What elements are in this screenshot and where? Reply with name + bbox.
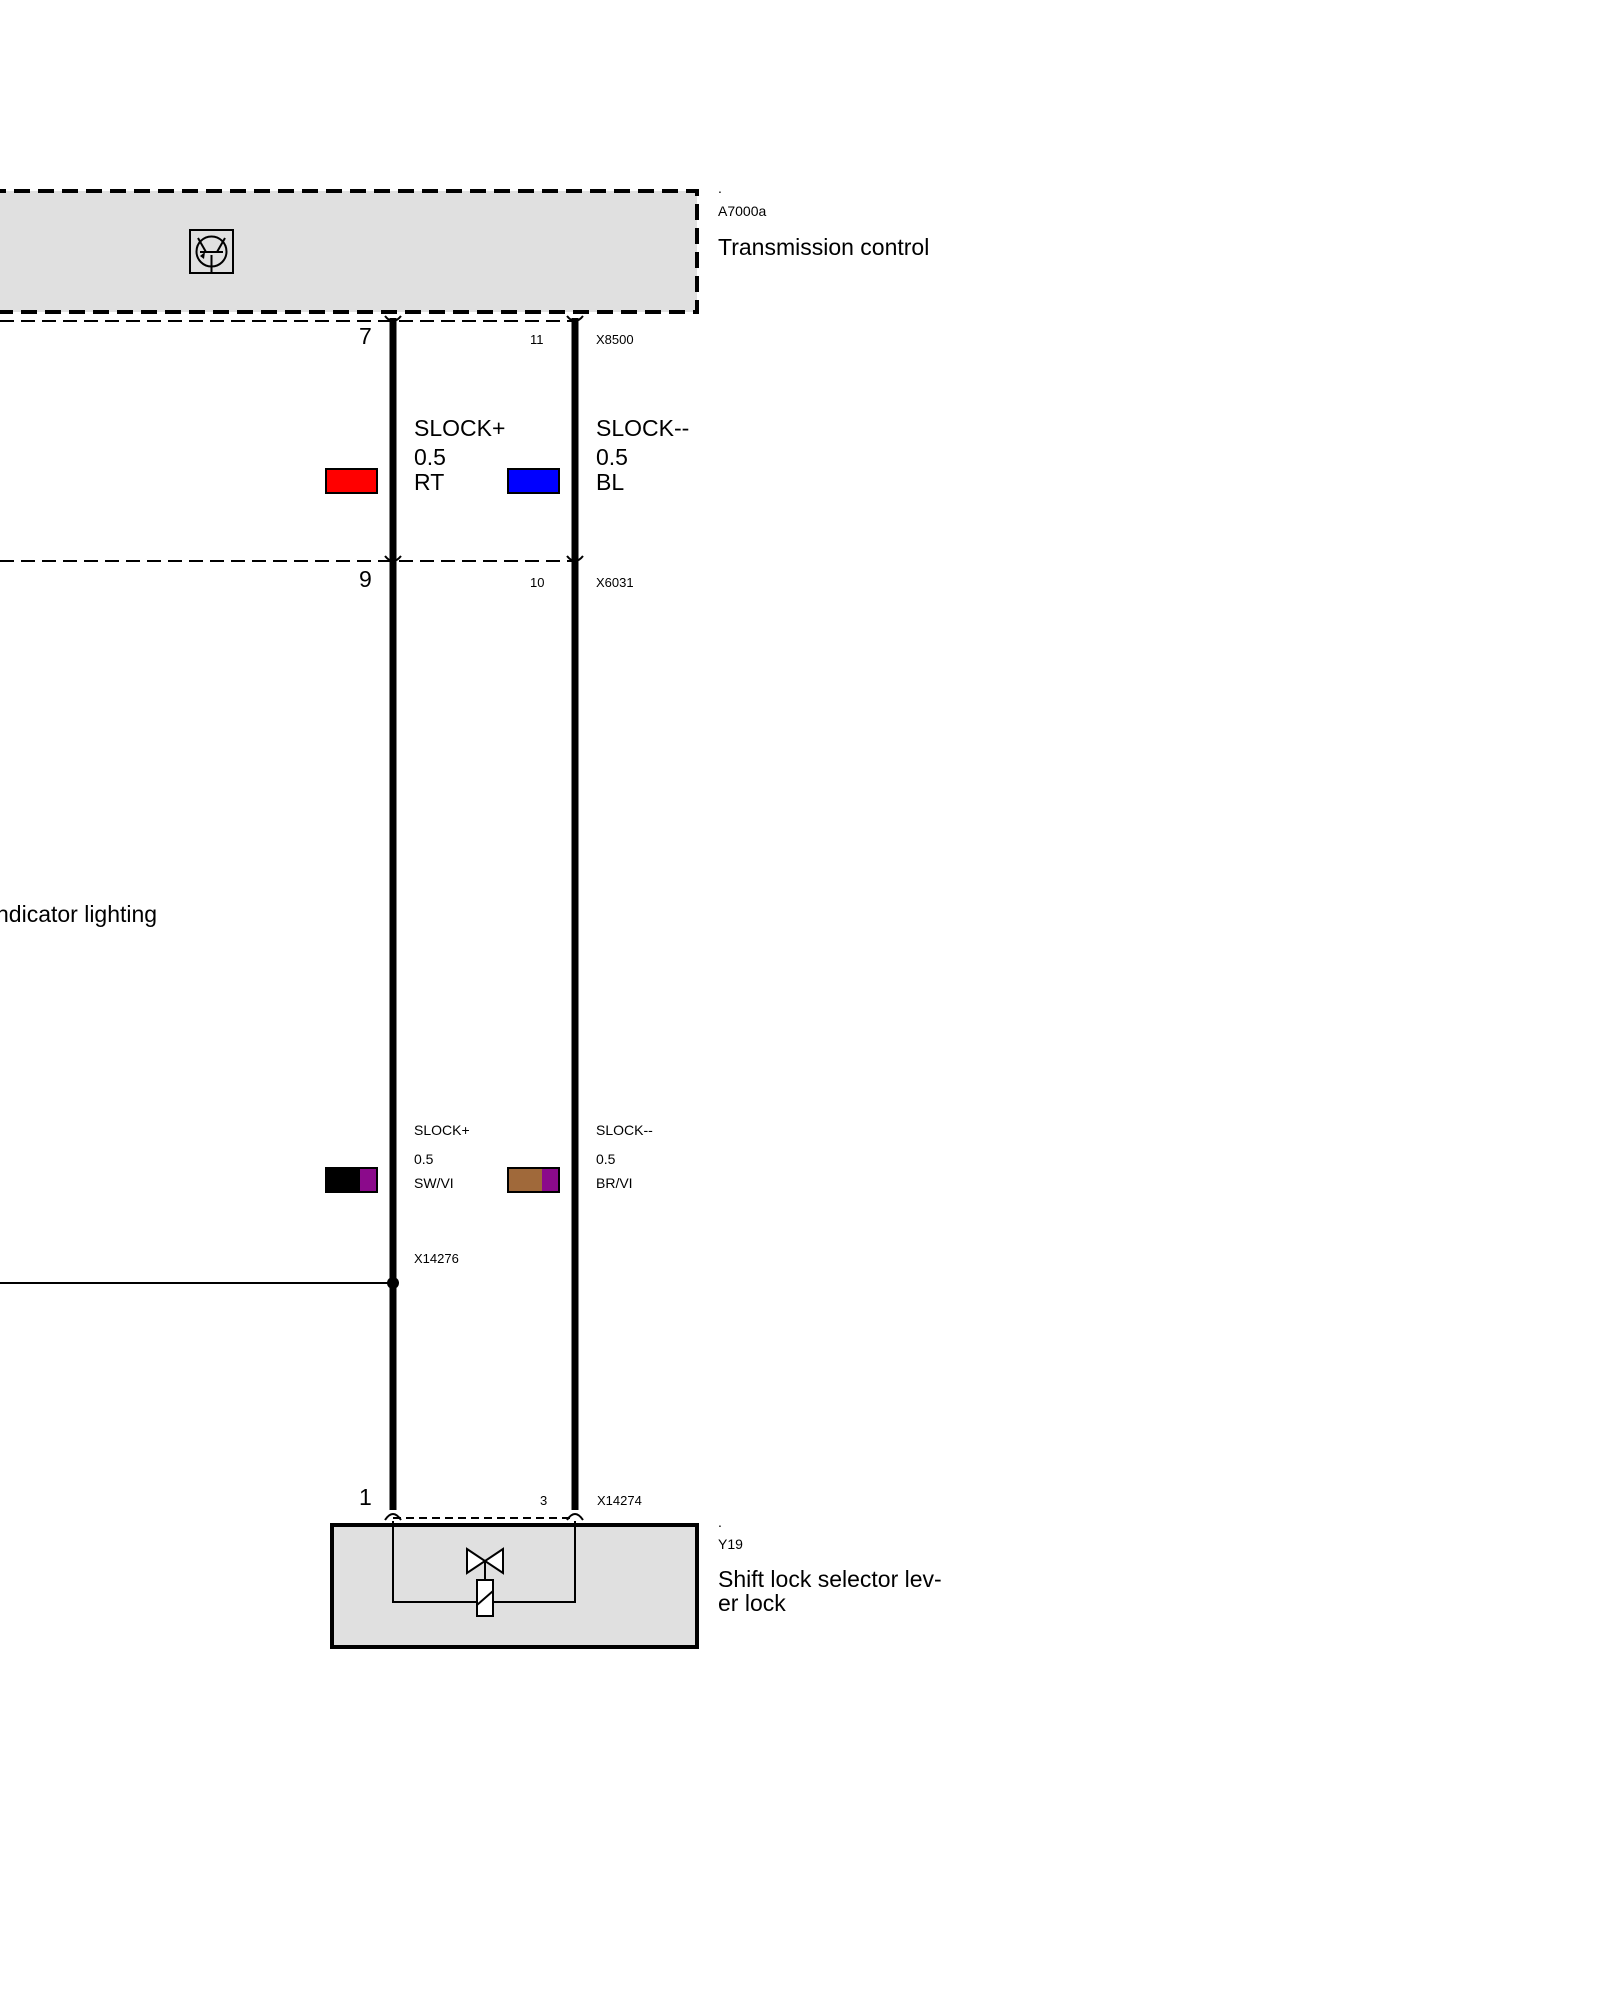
lower-right-signal: SLOCK-- — [596, 1122, 653, 1138]
transmission-control-ref: A7000a — [718, 203, 766, 219]
splice-x14276-node — [387, 1277, 399, 1289]
x6031-ref: X6031 — [596, 575, 634, 590]
solenoid-valve-icon — [466, 1547, 504, 1617]
solenoid-internal-wiring — [392, 1521, 576, 1603]
x8500-ref: X8500 — [596, 332, 634, 347]
upper-right-signal: SLOCK-- — [596, 415, 689, 441]
lower-left-signal: SLOCK+ — [414, 1122, 470, 1138]
shift-lock-dot: . — [718, 1514, 722, 1530]
upper-right-size: 0.5 — [596, 444, 628, 470]
x14274-pin-left: 1 — [359, 1484, 372, 1510]
lower-right-size: 0.5 — [596, 1151, 616, 1167]
upper-left-size: 0.5 — [414, 444, 446, 470]
transmission-control-box[interactable] — [0, 189, 699, 314]
pin-terminals — [384, 315, 584, 1521]
transmission-control-name: Transmission control — [718, 234, 929, 260]
x14274-ref: X14274 — [597, 1493, 642, 1508]
shift-lock-name-line2: er lock — [718, 1590, 786, 1616]
lower-right-color-swatch — [507, 1167, 560, 1193]
x6031-pin-left: 9 — [359, 566, 372, 592]
upper-left-signal: SLOCK+ — [414, 415, 505, 441]
shift-lock-ref: Y19 — [718, 1536, 743, 1552]
x6031-pin-right: 10 — [530, 575, 544, 590]
upper-left-color-swatch — [325, 468, 378, 494]
shift-lock-name-line1: Shift lock selector lev- — [718, 1566, 942, 1592]
x14274-pin-right: 3 — [540, 1493, 547, 1508]
upper-right-color-code: BL — [596, 469, 624, 495]
side-label-indicator-lighting: ndicator lighting — [0, 901, 157, 927]
x8500-pin-right: 11 — [530, 332, 544, 347]
upper-right-color-swatch — [507, 468, 560, 494]
lower-left-size: 0.5 — [414, 1151, 434, 1167]
transistor-icon — [189, 229, 234, 274]
lower-left-color-code: SW/VI — [414, 1175, 454, 1191]
x14276-ref: X14276 — [414, 1251, 459, 1266]
upper-left-color-code: RT — [414, 469, 444, 495]
lower-left-color-swatch — [325, 1167, 378, 1193]
lower-right-color-code: BR/VI — [596, 1175, 633, 1191]
shift-lock-box[interactable] — [330, 1523, 699, 1649]
transmission-control-dot: . — [718, 180, 722, 196]
x8500-pin-left: 7 — [359, 323, 372, 349]
